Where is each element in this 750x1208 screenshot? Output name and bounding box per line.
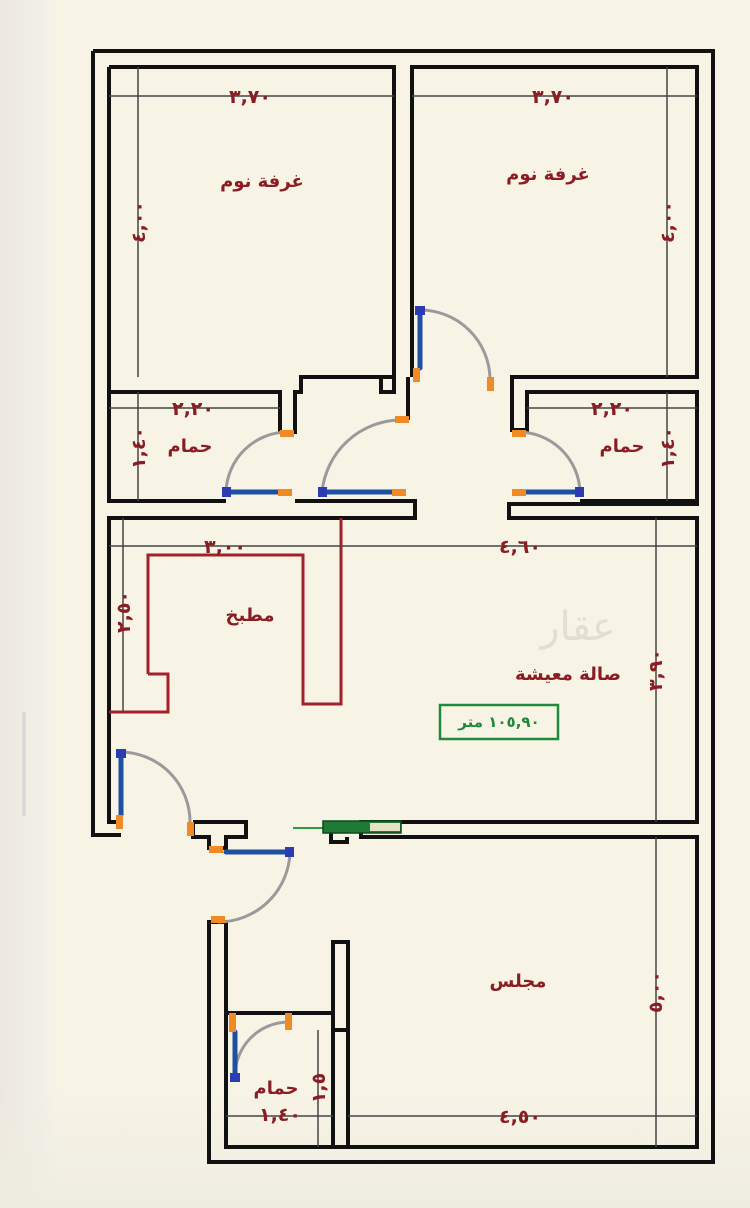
dim-bath-bottom-width: ١,٤٠	[259, 1104, 301, 1126]
dim-living-width: ٤,٦٠	[499, 536, 541, 558]
walls	[91, 49, 715, 1164]
room-label-bath-bottom: حمام	[254, 1078, 299, 1099]
room-label-bath-left: حمام	[168, 436, 213, 457]
dim-bath-right-height: ١,٤٠	[657, 427, 679, 469]
kitchen-counter	[146, 518, 343, 706]
doors	[116, 306, 584, 1082]
dim-majlis-width: ٤,٥٠	[499, 1106, 541, 1128]
wall-left-outer	[91, 51, 121, 837]
area-label: ١٠٥,٩٠ متر	[457, 713, 539, 731]
wall-bedroom-left	[107, 65, 396, 434]
dim-bedroom-right-height: ٤,٠٠	[657, 201, 679, 243]
dim-kitchen-width: ٣,٠٠	[204, 536, 246, 558]
wall-bath-bottom-stub	[331, 940, 350, 1032]
dimension-lines	[109, 67, 697, 1147]
dim-bath-right-width: ٢,٢٠	[591, 398, 633, 420]
wall-entrance-stub	[191, 820, 248, 850]
dim-bedroom-right-width: ٣,٧٠	[532, 86, 574, 108]
wall-corridor-left	[107, 499, 417, 824]
background-fade-left	[0, 0, 58, 1208]
room-label-bath-right: حمام	[600, 436, 645, 457]
scroll-indicator	[22, 712, 26, 816]
area-box	[438, 703, 560, 741]
kitchen-counter-end	[109, 672, 170, 714]
dim-bath-left-width: ٢,٢٠	[172, 398, 214, 420]
dim-bath-left-height: ١,٤٠	[128, 427, 150, 469]
room-label-majlis: مجلس	[490, 971, 547, 992]
room-label-bedroom-right: غرفة نوم	[506, 164, 590, 185]
room-label-living: صالة معيشة	[515, 664, 621, 685]
watermark: عقار	[538, 604, 616, 650]
wall-bath-left	[107, 392, 226, 503]
room-label-bedroom-left: غرفة نوم	[220, 171, 304, 192]
dim-bedroom-left-height: ٤,٠٠	[128, 201, 150, 243]
dim-bedroom-left-width: ٣,٧٠	[229, 86, 271, 108]
dim-majlis-height: ٥,٠٠	[645, 971, 667, 1013]
dim-kitchen-height: ٢,٥٠	[113, 591, 135, 633]
wall-right-run	[93, 49, 715, 1164]
dim-living-height: ٣,٩٠	[645, 649, 667, 691]
dim-bath-bottom-height: ١,٥	[308, 1073, 330, 1103]
wall-stub-center-left	[379, 377, 396, 394]
room-label-kitchen: مطبخ	[226, 605, 275, 626]
